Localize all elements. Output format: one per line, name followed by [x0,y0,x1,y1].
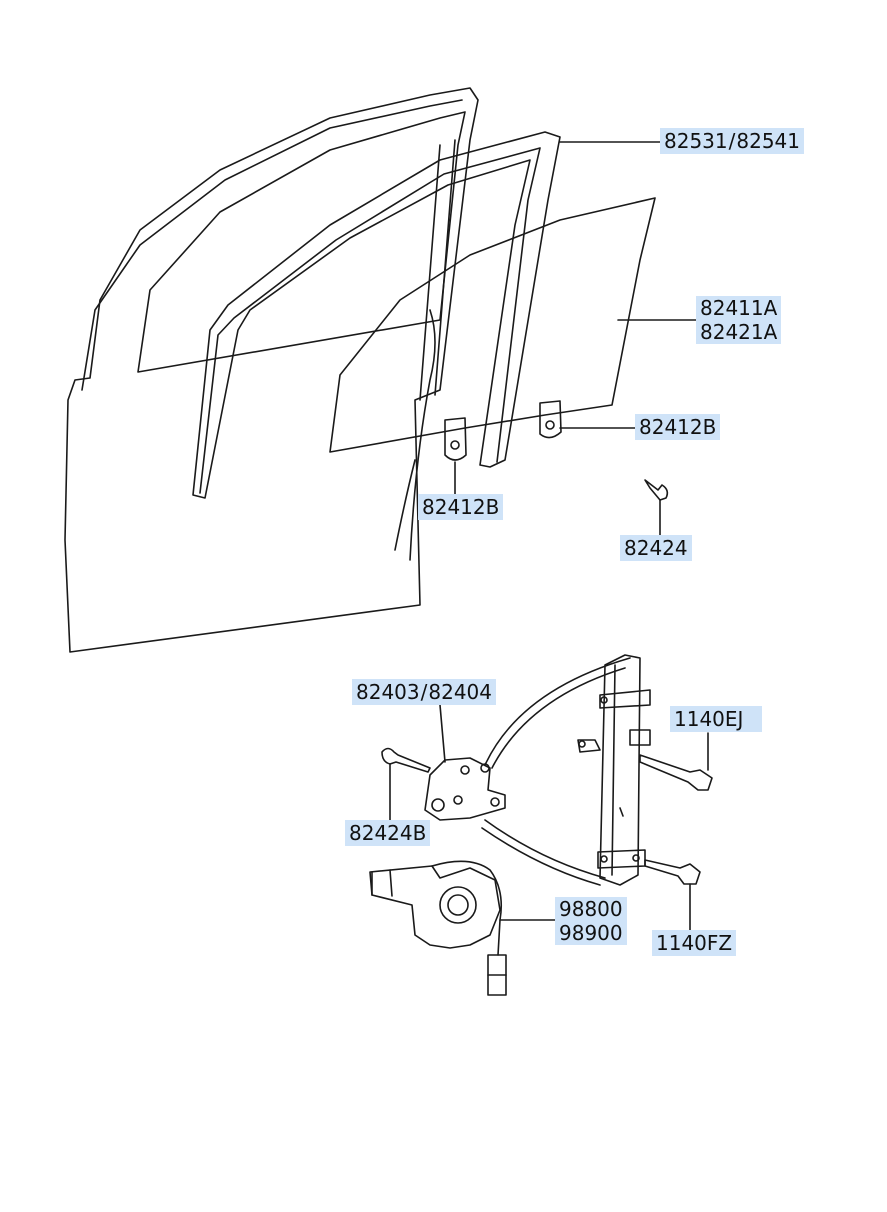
motor-connector [487,954,507,996]
label-separator: / [420,680,428,704]
label-part-82403: 82403 [356,680,420,704]
label-part-82411A: 82411A [700,296,778,320]
door-frame-post-2 [434,139,456,396]
label-98800-98900[interactable]: 98800 98900 [555,897,627,945]
screw-82424 [644,479,669,501]
label-separator: / [728,129,736,153]
regulator-cable-upper-2 [491,667,626,769]
glass-clip-left [444,417,467,461]
bolt-82424B [381,747,431,773]
motor-wire [431,860,503,956]
door-shell [64,87,479,653]
label-part-98900: 98900 [559,921,623,945]
label-part-82404: 82404 [428,680,492,704]
label-82412B-right[interactable]: 82412B [635,414,721,440]
door-inner-edge [81,99,463,391]
label-part-82421A: 82421A [700,320,778,344]
door-glass [329,197,656,453]
glass-run-channel-inner [199,147,541,494]
bolt-1140EJ [639,754,713,791]
label-82424B[interactable]: 82424B [345,820,431,846]
leader-82403 [439,704,446,763]
label-1140FZ[interactable]: 1140FZ [652,930,737,956]
door-contour-2 [394,459,416,551]
regulator-cable-upper [484,657,631,766]
regulator-rail [599,654,641,886]
label-part-98800: 98800 [559,897,623,921]
label-82411A-82421A[interactable]: 82411A 82421A [696,296,782,344]
door-frame-post [419,144,441,401]
label-82424[interactable]: 82424 [620,535,692,561]
regulator-cable-lower-2 [481,827,601,886]
label-82403-82404[interactable]: 82403/82404 [352,679,496,705]
door-contour [409,309,436,561]
label-82412B-bottom[interactable]: 82412B [418,494,504,520]
regulator-cable-lower [484,819,606,879]
door-window-opening [137,111,466,373]
label-part-82541: 82541 [736,129,800,153]
regulator-drum-housing [424,757,506,821]
glass-clip-right [539,400,562,439]
bolt-1140FZ [644,859,701,885]
glass-run-channel [192,131,561,499]
label-1140EJ[interactable]: 1140EJ [670,706,762,732]
power-window-motor [369,865,501,949]
label-part-82531: 82531 [664,129,728,153]
label-82531-82541[interactable]: 82531/82541 [660,128,804,154]
